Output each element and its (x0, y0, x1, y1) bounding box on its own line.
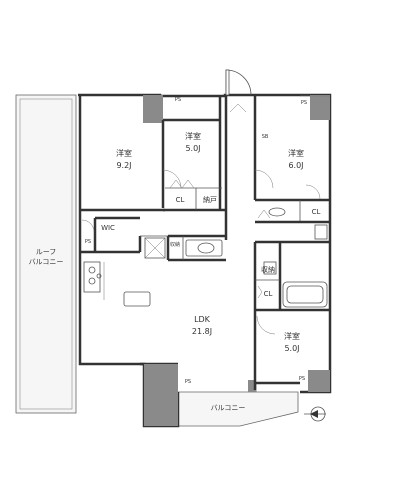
north-arrow-icon (304, 406, 326, 422)
room-western-b-size: 5.0J (185, 144, 200, 153)
room-ldk-size: 21.8J (192, 327, 212, 336)
roof-balcony-label: ルーフ (36, 248, 57, 256)
balcony-label: バルコニー (211, 404, 246, 412)
closet-label: CL (312, 208, 321, 216)
bathtub (282, 281, 328, 308)
closet-label: CL (264, 290, 273, 298)
washbasin (268, 207, 286, 217)
room-ldk-name: LDK (194, 315, 211, 324)
toilet (197, 242, 215, 254)
roof-balcony-inner (19, 98, 73, 410)
room-western-b-name: 洋室 (185, 131, 201, 141)
shoe-box-label: SB (262, 134, 269, 140)
kitchen-counter (83, 261, 101, 293)
room-western-d-name: 洋室 (284, 331, 300, 341)
wic-label: WIC (101, 224, 115, 232)
kitchen-island (123, 291, 151, 307)
storage-label: 収納 (261, 265, 275, 274)
column (143, 95, 163, 123)
entrance-door (225, 69, 252, 96)
room-western-c-name: 洋室 (288, 148, 304, 158)
ps-label: PS (185, 379, 191, 385)
nando-label: 納戸 (203, 195, 217, 204)
closet-label: CL (176, 196, 185, 204)
room-western-d-size: 5.0J (284, 344, 299, 353)
room-western-c-size: 6.0J (288, 161, 303, 170)
ps-label: PS (175, 97, 181, 103)
roof-balcony (15, 94, 77, 414)
ps-label: PS (85, 239, 91, 245)
ps-label: PS (299, 376, 305, 382)
ps-label: PS (301, 100, 307, 106)
room-western-a-size: 9.2J (116, 161, 131, 170)
roof-balcony-label: バルコニー (29, 258, 64, 266)
room-western-a-name: 洋室 (116, 148, 132, 158)
storage-label: 収納 (170, 241, 180, 248)
